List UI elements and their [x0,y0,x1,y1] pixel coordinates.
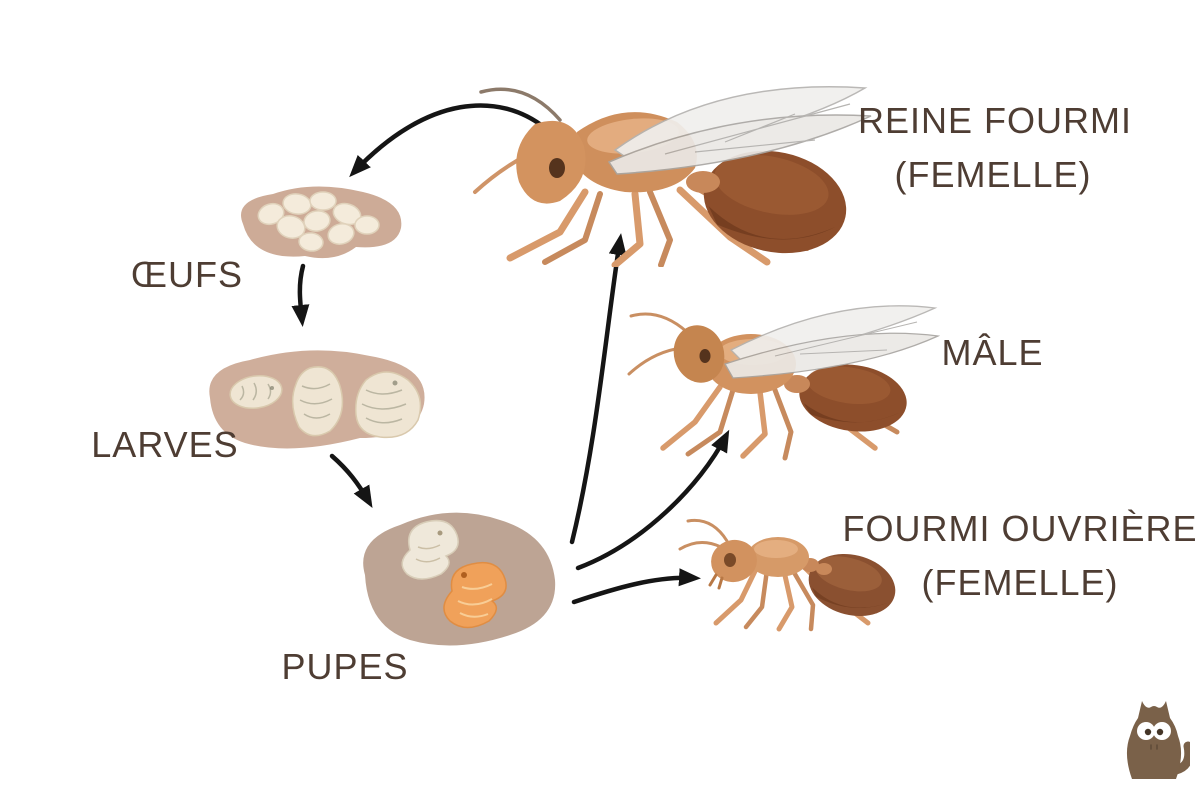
eggs-illustration [241,186,402,259]
pupae-illustration [363,512,556,646]
male-petiole [784,375,810,393]
cat-mascot-icon [1126,701,1190,779]
arrow-pupes-to-queen [569,233,627,545]
larva-medium [291,366,344,437]
queen-label-line2: (FEMELLE) [894,154,1092,195]
larva-large [354,371,422,439]
worker-antennae [678,518,729,551]
worker-eye [724,553,736,567]
worker-label-line2: (FEMELLE) [921,562,1119,603]
larvae-label: LARVES [91,424,239,465]
pupa-orange [443,561,507,629]
male-legs [660,379,900,461]
worker-head [708,539,757,590]
queen-wings [607,86,872,175]
queen-label-line1: REINE FOURMI [858,100,1133,141]
queen-ant-illustration [473,86,872,267]
male-wings [724,305,940,379]
queen-head [516,120,586,204]
queen-eye [549,158,565,178]
larvae-illustration [209,350,425,449]
male-label: MÂLE [941,332,1044,373]
worker-ant-illustration [678,518,896,632]
male-abdomen [799,364,907,432]
arrow-eggs-to-larves [291,263,310,327]
cat-eyes [1137,722,1171,740]
queen-abdomen [703,150,847,254]
male-ant-illustration [627,305,940,461]
queen-label: REINE FOURMI (FEMELLE) [858,94,1133,202]
larva-small [229,374,283,410]
male-head [673,325,725,383]
male-eye [699,349,711,363]
worker-thorax [747,537,809,577]
cat-fur-marks [1150,744,1158,750]
pupae-label: PUPES [281,646,409,687]
worker-label: FOURMI OUVRIÈRE (FEMELLE) [840,502,1200,610]
eggs-label: ŒUFS [131,254,243,295]
pupa-white [401,519,459,580]
worker-label-line1: FOURMI OUVRIÈRE [842,508,1198,549]
egg-cluster [257,191,380,252]
cat-body [1126,701,1182,779]
queen-petiole [686,171,720,193]
